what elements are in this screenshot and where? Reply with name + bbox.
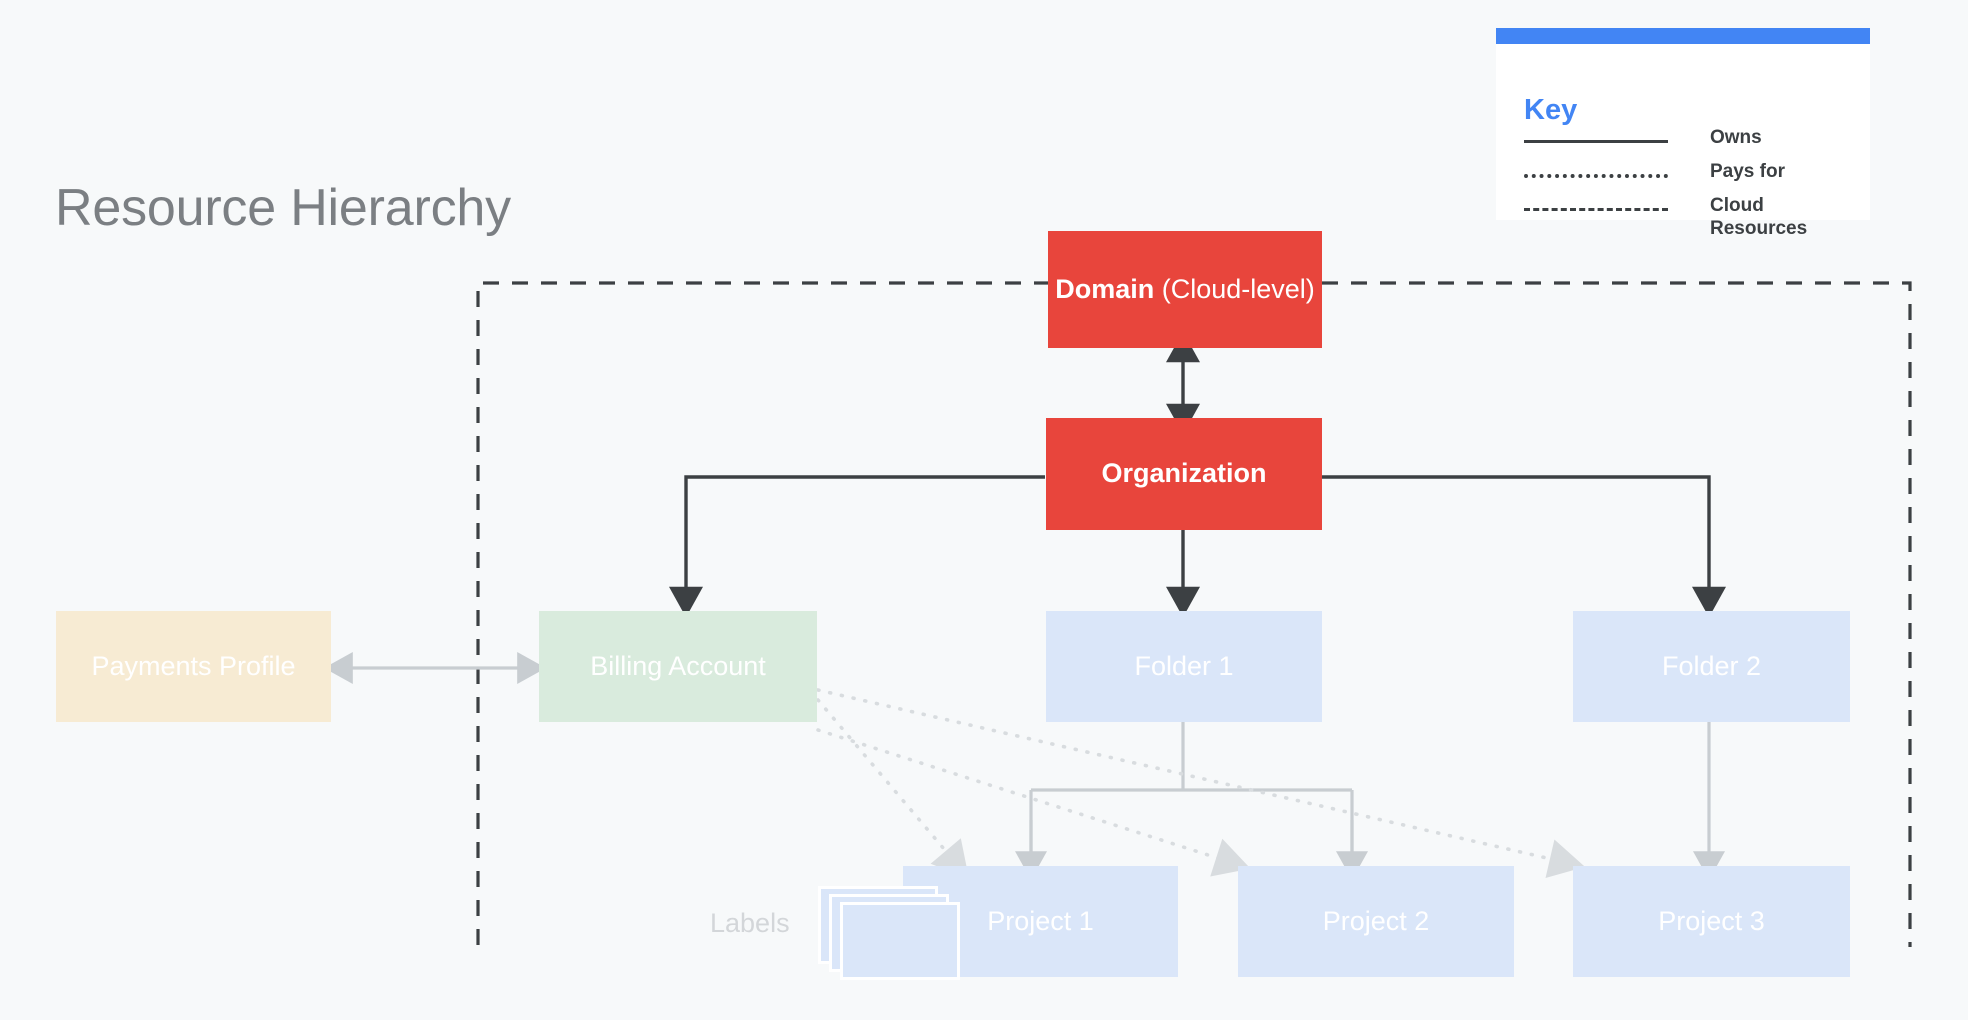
dotted-line-icon (1524, 165, 1668, 185)
node-folder-1[interactable]: Folder 1 (1046, 611, 1322, 722)
solid-line-icon (1524, 131, 1668, 151)
node-billing-account-label: Billing Account (590, 650, 766, 681)
key-row-pays-for: Pays for (1524, 161, 1785, 185)
edge-billing-project1 (816, 698, 969, 879)
key-panel: Key Owns Pays for Cloud Resources (1496, 28, 1870, 239)
key-row-cloud-resources: Cloud Resources (1524, 195, 1807, 241)
key-label-cloud-resources: Cloud Resources (1710, 195, 1808, 240)
edge-organization-billing-account (669, 475, 1045, 618)
edge-folder1-tree (1029, 722, 1354, 861)
node-domain[interactable]: Domain (Cloud-level) (1048, 231, 1322, 348)
node-project-3-label: Project 3 (1658, 905, 1765, 936)
key-label-owns: Owns (1710, 127, 1762, 148)
label-card-front[interactable] (840, 902, 960, 980)
node-folder-2-label: Folder 2 (1661, 650, 1762, 681)
key-row-owns: Owns (1524, 127, 1762, 151)
page-title: Resource Hierarchy (55, 179, 511, 237)
dashed-line-icon (1524, 199, 1668, 219)
key-accent-bar (1496, 28, 1870, 44)
node-billing-account[interactable]: Billing Account (539, 611, 817, 722)
node-folder-1-label: Folder 1 (1134, 650, 1234, 681)
node-project-1-label: Project 1 (987, 905, 1094, 936)
key-title: Key (1524, 94, 1578, 126)
edge-billing-project2 (816, 728, 1251, 877)
node-domain-label: Domain (Cloud-level) (1055, 273, 1315, 307)
node-folder-2[interactable]: Folder 2 (1573, 611, 1850, 722)
labels-caption: Labels (710, 908, 790, 938)
edge-organization-folder2 (1322, 475, 1726, 618)
node-organization[interactable]: Organization (1046, 418, 1322, 530)
node-payments-profile[interactable]: Payments Profile (56, 611, 331, 722)
node-project-2[interactable]: Project 2 (1238, 866, 1514, 977)
node-project-2-label: Project 2 (1322, 905, 1430, 936)
node-domain-label-bold: Domain (1055, 273, 1155, 304)
node-domain-label-rest: (Cloud-level) (1154, 273, 1315, 304)
key-label-pays-for: Pays for (1710, 161, 1785, 182)
node-organization-label: Organization (1101, 458, 1267, 489)
node-project-3[interactable]: Project 3 (1573, 866, 1850, 977)
node-payments-profile-label: Payments Profile (91, 650, 296, 681)
